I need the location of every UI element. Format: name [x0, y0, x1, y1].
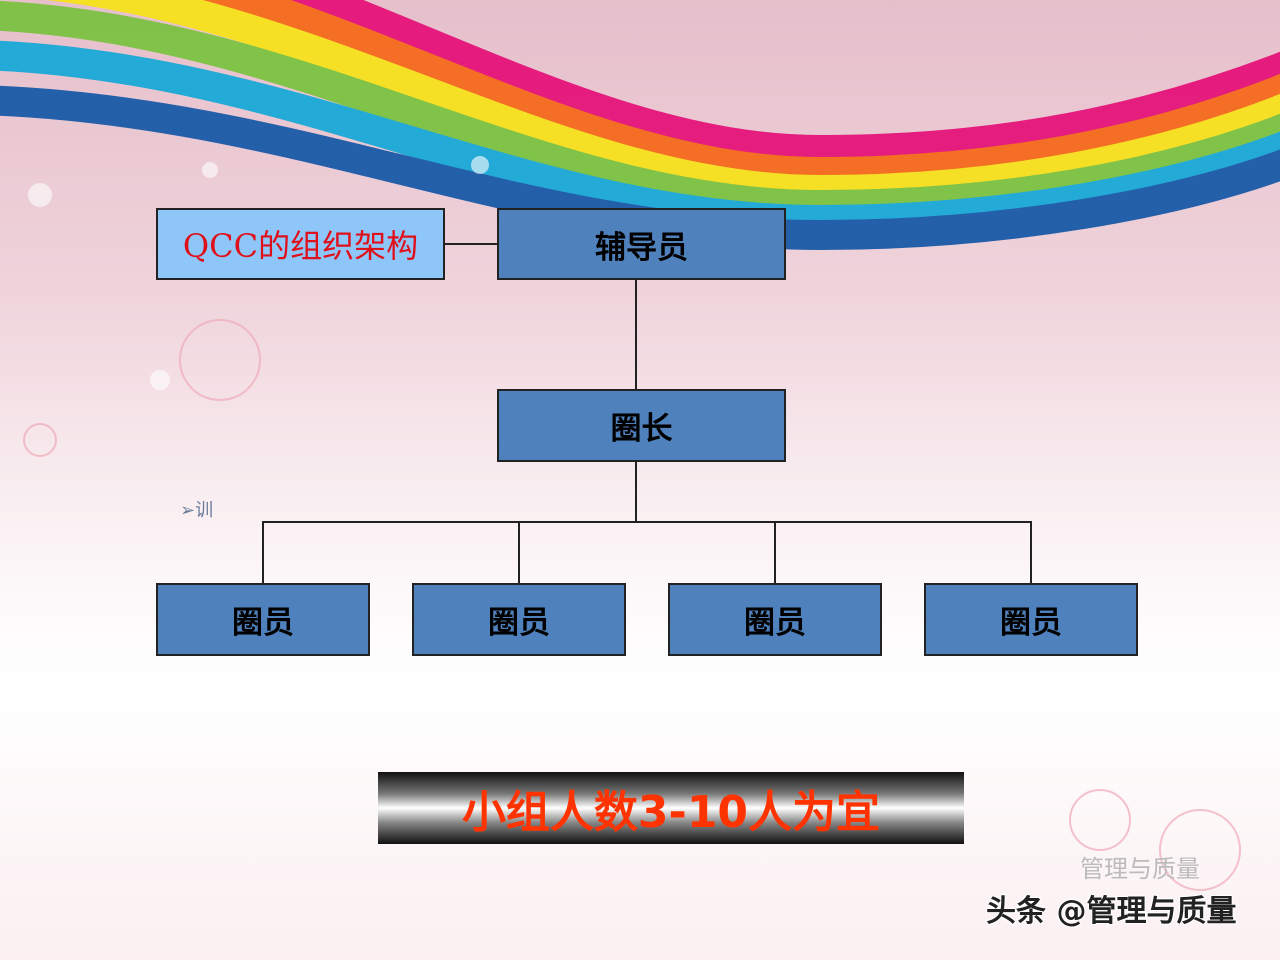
connector-line [262, 521, 1032, 523]
connector-line [1030, 521, 1032, 583]
node-member: 圈员 [668, 583, 882, 656]
node-member: 圈员 [412, 583, 626, 656]
connector-line [262, 521, 264, 583]
bullet-note: ➢训 [180, 500, 214, 521]
watermark: 头条 @管理与质量 [986, 894, 1237, 929]
connector-line [518, 521, 520, 583]
group-size-banner: 小组人数3-10人为宜 [378, 772, 964, 844]
connector-line [635, 280, 637, 390]
connector-line [635, 462, 637, 522]
node-member: 圈员 [924, 583, 1138, 656]
watermark-faint: 管理与质量 [1080, 855, 1200, 883]
node-advisor: 辅导员 [497, 208, 786, 280]
chart-title-box: QCC的组织架构 [156, 208, 445, 280]
node-leader: 圈长 [497, 389, 786, 462]
connector-line [445, 243, 498, 245]
node-member: 圈员 [156, 583, 370, 656]
connector-line [774, 521, 776, 583]
